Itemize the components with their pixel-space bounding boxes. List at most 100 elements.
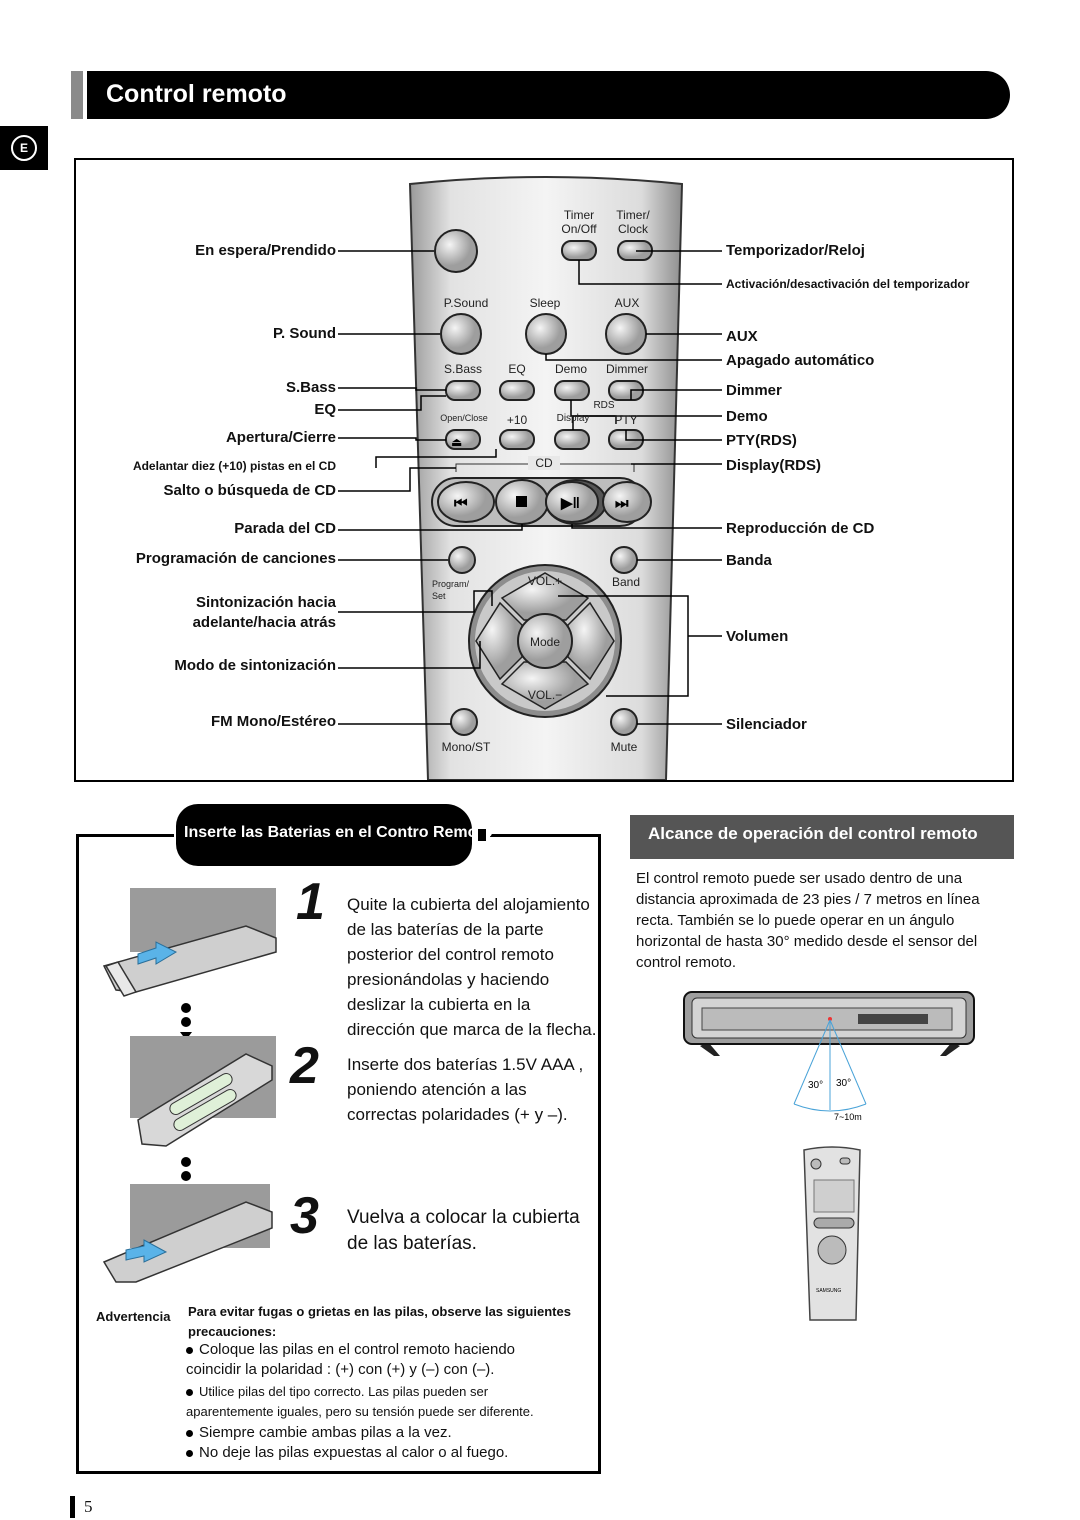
dimmer-btn-label: Dimmer bbox=[606, 362, 648, 376]
callout-tuning-1: Sintonización hacia bbox=[195, 594, 336, 611]
callout-tuning-2: adelante/hacia atrás bbox=[192, 614, 336, 631]
battery-section-header bbox=[176, 804, 472, 866]
warning-label: Advertencia bbox=[96, 1309, 171, 1324]
range-section-title: Alcance de operación del control remoto bbox=[648, 824, 978, 843]
battery-section-top-border-right bbox=[490, 834, 601, 837]
step-2-text: Inserte dos baterías 1.5V AAA , poniendo… bbox=[347, 1055, 584, 1124]
pty-btn-label: PTY bbox=[614, 413, 638, 427]
callout-psound: P. Sound bbox=[272, 325, 336, 342]
callout-sleep: Apagado automático bbox=[726, 352, 875, 369]
callout-open-close: Apertura/Cierre bbox=[225, 429, 336, 446]
callout-aux: AUX bbox=[726, 328, 758, 345]
warning-item: Coloque las pilas en el control remoto h… bbox=[186, 1340, 566, 1380]
rds-label: RDS bbox=[593, 400, 615, 411]
psound-btn-label: P.Sound bbox=[443, 296, 489, 310]
step-1-number: 1 bbox=[296, 873, 325, 931]
sbass-btn-label: S.Bass bbox=[443, 362, 482, 376]
angle-left-label: 30° bbox=[808, 1080, 823, 1091]
language-tab: E bbox=[0, 126, 48, 170]
page-number: 5 bbox=[84, 1497, 93, 1516]
range-section-header bbox=[630, 815, 1014, 859]
callout-cd-play: Reproducción de CD bbox=[726, 520, 875, 537]
language-tab-label: E bbox=[11, 135, 37, 161]
svg-text:⏏: ⏏ bbox=[451, 435, 462, 449]
bullet-icon bbox=[186, 1346, 193, 1354]
step3-illustration bbox=[102, 1184, 273, 1283]
receiver-unit bbox=[683, 991, 975, 1056]
plus10-btn-label: +10 bbox=[506, 413, 528, 427]
step-2-number: 2 bbox=[290, 1037, 319, 1095]
mode-btn-label: Mode bbox=[529, 635, 561, 649]
mute-btn-label: Mute bbox=[610, 740, 638, 754]
range-description: El control remoto puede ser usado dentro… bbox=[636, 870, 980, 971]
brand-label: SAMSUNG bbox=[816, 1288, 841, 1294]
demo-btn-label: Demo bbox=[554, 362, 587, 376]
svg-text:⏭: ⏭ bbox=[615, 495, 629, 512]
callout-band: Banda bbox=[726, 552, 772, 569]
callout-sbass: S.Bass bbox=[285, 379, 336, 396]
program-set-label: Program/ Set bbox=[432, 579, 470, 601]
warning-item-text: Siempre cambie ambas pilas a la vez. bbox=[199, 1424, 452, 1441]
openclose-btn-label: Open/Close bbox=[440, 413, 488, 423]
callout-eq: EQ bbox=[314, 401, 336, 418]
remote-illustration: ⏏ ⏮ ▶‖ ⏭ bbox=[338, 176, 722, 780]
warning-item: Utilice pilas del tipo correcto. Las pil… bbox=[186, 1382, 571, 1422]
warning-item-text: Utilice pilas del tipo correcto. Las pil… bbox=[186, 1384, 534, 1419]
range-angle-lines bbox=[793, 1019, 867, 1112]
callout-dimmer: Dimmer bbox=[726, 382, 782, 399]
step2-illustration bbox=[130, 1036, 276, 1147]
callout-tuning-mode: Modo de sintonización bbox=[174, 657, 336, 674]
warning-heading: Para evitar fugas o grietas en las pilas… bbox=[188, 1304, 571, 1339]
callout-standby: En espera/Prendido bbox=[195, 242, 336, 259]
callout-plus10: Adelantar diez (+10) pistas en el CD bbox=[132, 459, 336, 473]
callout-timer-clock: Temporizador/Reloj bbox=[726, 242, 865, 259]
timer-onoff-label: Timer On/Off bbox=[561, 208, 597, 236]
warning-item-text: Coloque las pilas en el control remoto h… bbox=[186, 1341, 516, 1378]
svg-text:▶‖: ▶‖ bbox=[560, 495, 580, 512]
small-remote: SAMSUNG bbox=[803, 1146, 861, 1321]
callout-demo: Demo bbox=[726, 408, 768, 425]
distance-label: 7~10m bbox=[834, 1112, 862, 1122]
battery-section-top-border-left bbox=[76, 834, 174, 837]
bullet-icon bbox=[186, 1429, 193, 1437]
range-illustration: 30° 30° 7~10m SAMSUNG bbox=[683, 991, 975, 1321]
header-accent-stripe bbox=[71, 71, 83, 119]
band-btn-label: Band bbox=[611, 575, 641, 589]
timer-clock-label: Timer/ Clock bbox=[616, 208, 650, 236]
angle-right-label: 30° bbox=[836, 1078, 851, 1089]
vol-minus-label: VOL.− bbox=[527, 688, 563, 702]
page-number-bar bbox=[70, 1496, 75, 1518]
svg-text:⏮: ⏮ bbox=[454, 495, 468, 512]
callout-fm-mono: FM Mono/Estéreo bbox=[210, 713, 336, 730]
display-btn-label: Display bbox=[556, 413, 590, 424]
cd-group-label: CD bbox=[528, 456, 560, 470]
callout-timer-onoff: Activación/desactivación del temporizado… bbox=[726, 277, 970, 291]
step-1-text: Quite la cubierta del alojamiento de las… bbox=[347, 895, 597, 1039]
callout-pty: PTY(RDS) bbox=[726, 432, 797, 449]
mono-st-btn-label: Mono/ST bbox=[441, 740, 491, 754]
step-3-number: 3 bbox=[290, 1187, 319, 1245]
warning-item: Siempre cambie ambas pilas a la vez. bbox=[186, 1423, 571, 1443]
bullet-icon bbox=[186, 1389, 193, 1397]
header-dot bbox=[478, 829, 486, 841]
vol-plus-label: VOL.+ bbox=[527, 574, 563, 588]
callout-cd-stop: Parada del CD bbox=[234, 520, 336, 537]
step1-illustration bbox=[102, 888, 277, 997]
battery-illustrations bbox=[102, 888, 277, 1283]
eq-btn-label: EQ bbox=[508, 362, 526, 376]
callout-mute: Silenciador bbox=[726, 716, 807, 733]
sleep-btn-label: Sleep bbox=[529, 296, 561, 310]
remote-diagram: ⏏ ⏮ ▶‖ ⏭ bbox=[74, 158, 1014, 782]
callout-display: Display(RDS) bbox=[726, 457, 822, 474]
step-3-text: Vuelva a colocar la cubierta de las bate… bbox=[347, 1207, 580, 1254]
battery-section-title: Inserte las Baterias en el Contro Remoto bbox=[184, 824, 493, 841]
page-title: Control remoto bbox=[106, 80, 287, 108]
callout-volume: Volumen bbox=[726, 628, 789, 645]
battery-section bbox=[76, 834, 601, 1474]
callout-program: Programación de canciones bbox=[135, 550, 336, 567]
bullet-icon bbox=[186, 1449, 193, 1457]
warning-item-text: No deje las pilas expuestas al calor o a… bbox=[199, 1444, 509, 1461]
warning-item: No deje las pilas expuestas al calor o a… bbox=[186, 1443, 571, 1463]
aux-btn-label: AUX bbox=[614, 296, 640, 310]
header-bar bbox=[87, 71, 1010, 119]
